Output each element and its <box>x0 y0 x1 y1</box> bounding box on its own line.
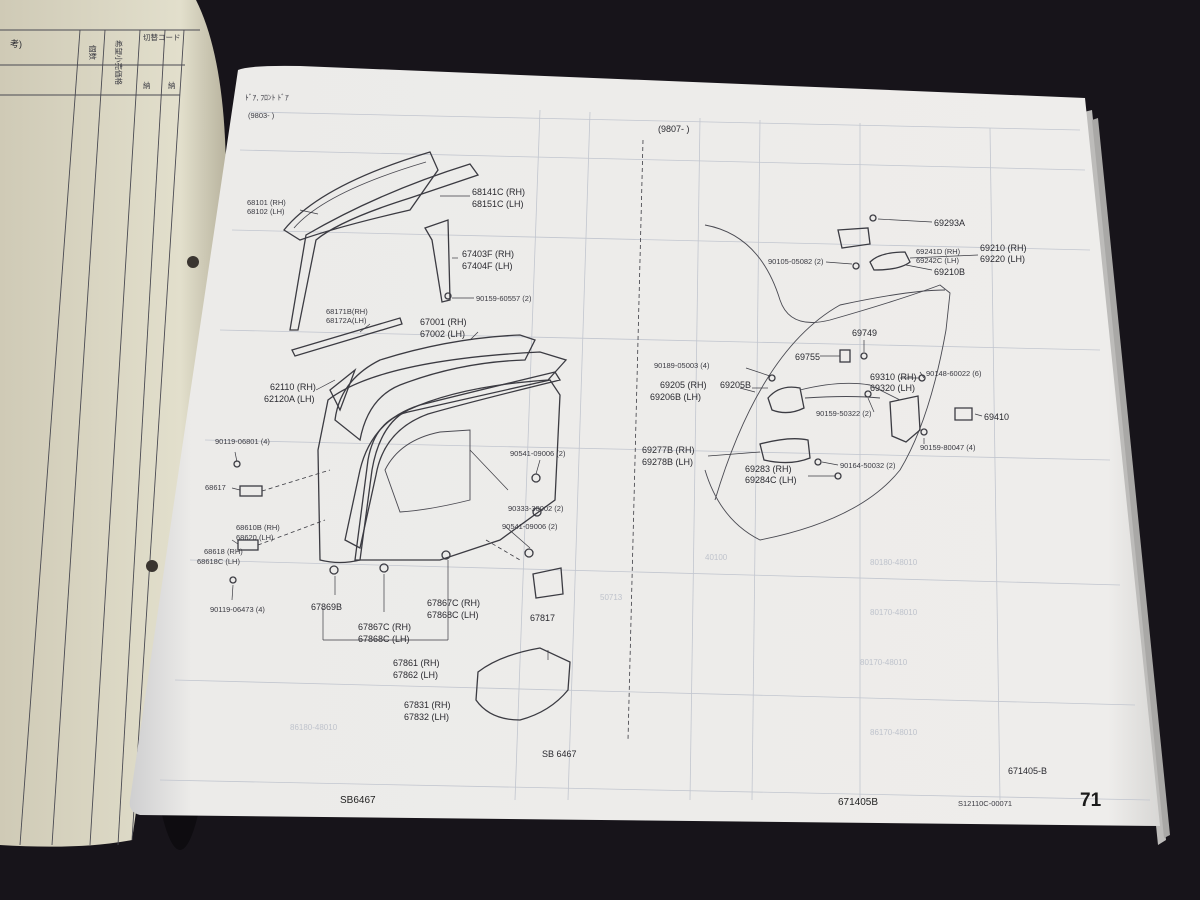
callout: 67817 <box>530 613 555 623</box>
callout: 671405-B <box>1008 766 1047 776</box>
callout: 69278B (LH) <box>642 457 693 467</box>
callout: 90541-09006 (2) <box>502 522 558 531</box>
svg-text:80170-48010: 80170-48010 <box>860 658 908 667</box>
left-header-cell: 個数 <box>88 45 98 60</box>
callout: 90333-30002 (2) <box>508 504 564 513</box>
callout: 68102 (LH) <box>247 207 285 216</box>
callout: 90189-05003 (4) <box>654 361 710 370</box>
callout: 69205B <box>720 380 751 390</box>
callout: 69749 <box>852 328 877 338</box>
callout: 90159-50322 (2) <box>816 409 872 418</box>
callout: 69283 (RH) <box>745 464 792 474</box>
right-page: 80180-48010 80170-48010 80170-48010 8617… <box>129 65 1161 827</box>
callout: 68620 (LH) <box>236 533 274 542</box>
callout: 67001 (RH) <box>420 317 467 327</box>
callout: 62120A (LH) <box>264 394 315 404</box>
callout: 90159-60557 (2) <box>476 294 532 303</box>
door-exploded-diagram <box>229 151 571 721</box>
svg-text:86170-48010: 86170-48010 <box>870 728 918 737</box>
callout: 69310 (RH) <box>870 372 917 382</box>
callout: 67869B <box>311 602 342 612</box>
callout: 67832 (LH) <box>404 712 449 722</box>
left-header-cell: 考) <box>10 39 22 49</box>
callout: 69220 (LH) <box>980 254 1025 264</box>
left-callouts: 68101 (RH) 68102 (LH) 68141C (RH) 68151C… <box>197 187 577 759</box>
callout: 69210 (RH) <box>980 243 1027 253</box>
callout: 69755 <box>795 352 820 362</box>
callout: 90105-05082 (2) <box>768 257 824 266</box>
callout: 67868C (LH) <box>427 610 479 620</box>
callout: 69293A <box>934 218 965 228</box>
callout: 90119-06473 (4) <box>210 605 265 614</box>
left-header-cell: 納 <box>168 80 176 90</box>
callout: 67862 (LH) <box>393 670 438 680</box>
footer-catalog-number: S12110C-00071 <box>958 799 1012 808</box>
date-range-left: (9803- ) <box>248 111 275 120</box>
svg-text:80180-48010: 80180-48010 <box>870 558 918 567</box>
svg-text:50713: 50713 <box>600 593 623 602</box>
callout: 69241D (RH) <box>916 247 961 256</box>
callout: 68172A(LH) <box>326 316 367 325</box>
footer-figure-code: 671405B <box>838 797 878 808</box>
callout: 68101 (RH) <box>247 198 286 207</box>
binding-rivet <box>187 256 199 268</box>
bleed-through-table: 80180-48010 80170-48010 80170-48010 8617… <box>159 109 1151 801</box>
date-range-right: (9807- ) <box>658 124 690 134</box>
callout: 62110 (RH) <box>270 382 316 392</box>
callout: 67868C (LH) <box>358 634 410 644</box>
callout: 68151C (LH) <box>472 199 524 209</box>
callout: 69277B (RH) <box>642 445 695 455</box>
left-page: 考) 個数 希望小売価格 切替コード 納 納 <box>0 0 226 847</box>
callout: 67831 (RH) <box>404 700 451 710</box>
callout: 90541-09006 (2) <box>510 449 566 458</box>
callout: 67404F (LH) <box>462 261 513 271</box>
center-divider <box>627 139 644 741</box>
footer-sb-code: SB6467 <box>340 795 376 806</box>
callout: SB 6467 <box>542 749 577 759</box>
callout: 69242C (LH) <box>916 256 959 265</box>
callout: 68610B (RH) <box>236 523 280 532</box>
callout: 67867C (RH) <box>358 622 411 632</box>
callout: 69284C (LH) <box>745 475 797 485</box>
callout: 67861 (RH) <box>393 658 440 668</box>
right-callouts: 69293A 69241D (RH) 69242C (LH) 69210 (RH… <box>642 218 1047 776</box>
svg-text:86180-48010: 86180-48010 <box>290 723 338 732</box>
left-header-cell: 希望小売価格 <box>114 40 124 85</box>
binding-rivet <box>146 560 158 572</box>
callout: 67867C (RH) <box>427 598 480 608</box>
callout: 67403F (RH) <box>462 249 514 259</box>
callout: 90164-50032 (2) <box>840 461 896 470</box>
callout: 69210B <box>934 267 965 277</box>
callout: 69320 (LH) <box>870 383 915 393</box>
callout: 69410 <box>984 412 1009 422</box>
callout: 68617 <box>205 483 226 492</box>
callout: 90119-06801 (4) <box>215 437 270 446</box>
page-header-title: ﾄﾞｱ, ﾌﾛﾝﾄ ﾄﾞｱ <box>245 93 289 102</box>
callout: 90159-80047 (4) <box>920 443 976 452</box>
callout: 67002 (LH) <box>420 329 465 339</box>
left-header-cell: 納 <box>143 80 151 90</box>
callout: 68618C (LH) <box>197 557 240 566</box>
page-number: 71 <box>1080 790 1102 811</box>
callout: 68141C (RH) <box>472 187 525 197</box>
left-header-cell: 切替コード <box>143 32 181 42</box>
svg-text:40100: 40100 <box>705 553 728 562</box>
callout: 69205 (RH) <box>660 380 707 390</box>
callout: 69206B (LH) <box>650 392 701 402</box>
callout: 90148-60022 (6) <box>926 369 982 378</box>
callout: 68618 (RH) <box>204 547 243 556</box>
svg-text:80170-48010: 80170-48010 <box>870 608 918 617</box>
lock-exploded-diagram <box>704 214 983 541</box>
callout: 68171B(RH) <box>326 307 368 316</box>
